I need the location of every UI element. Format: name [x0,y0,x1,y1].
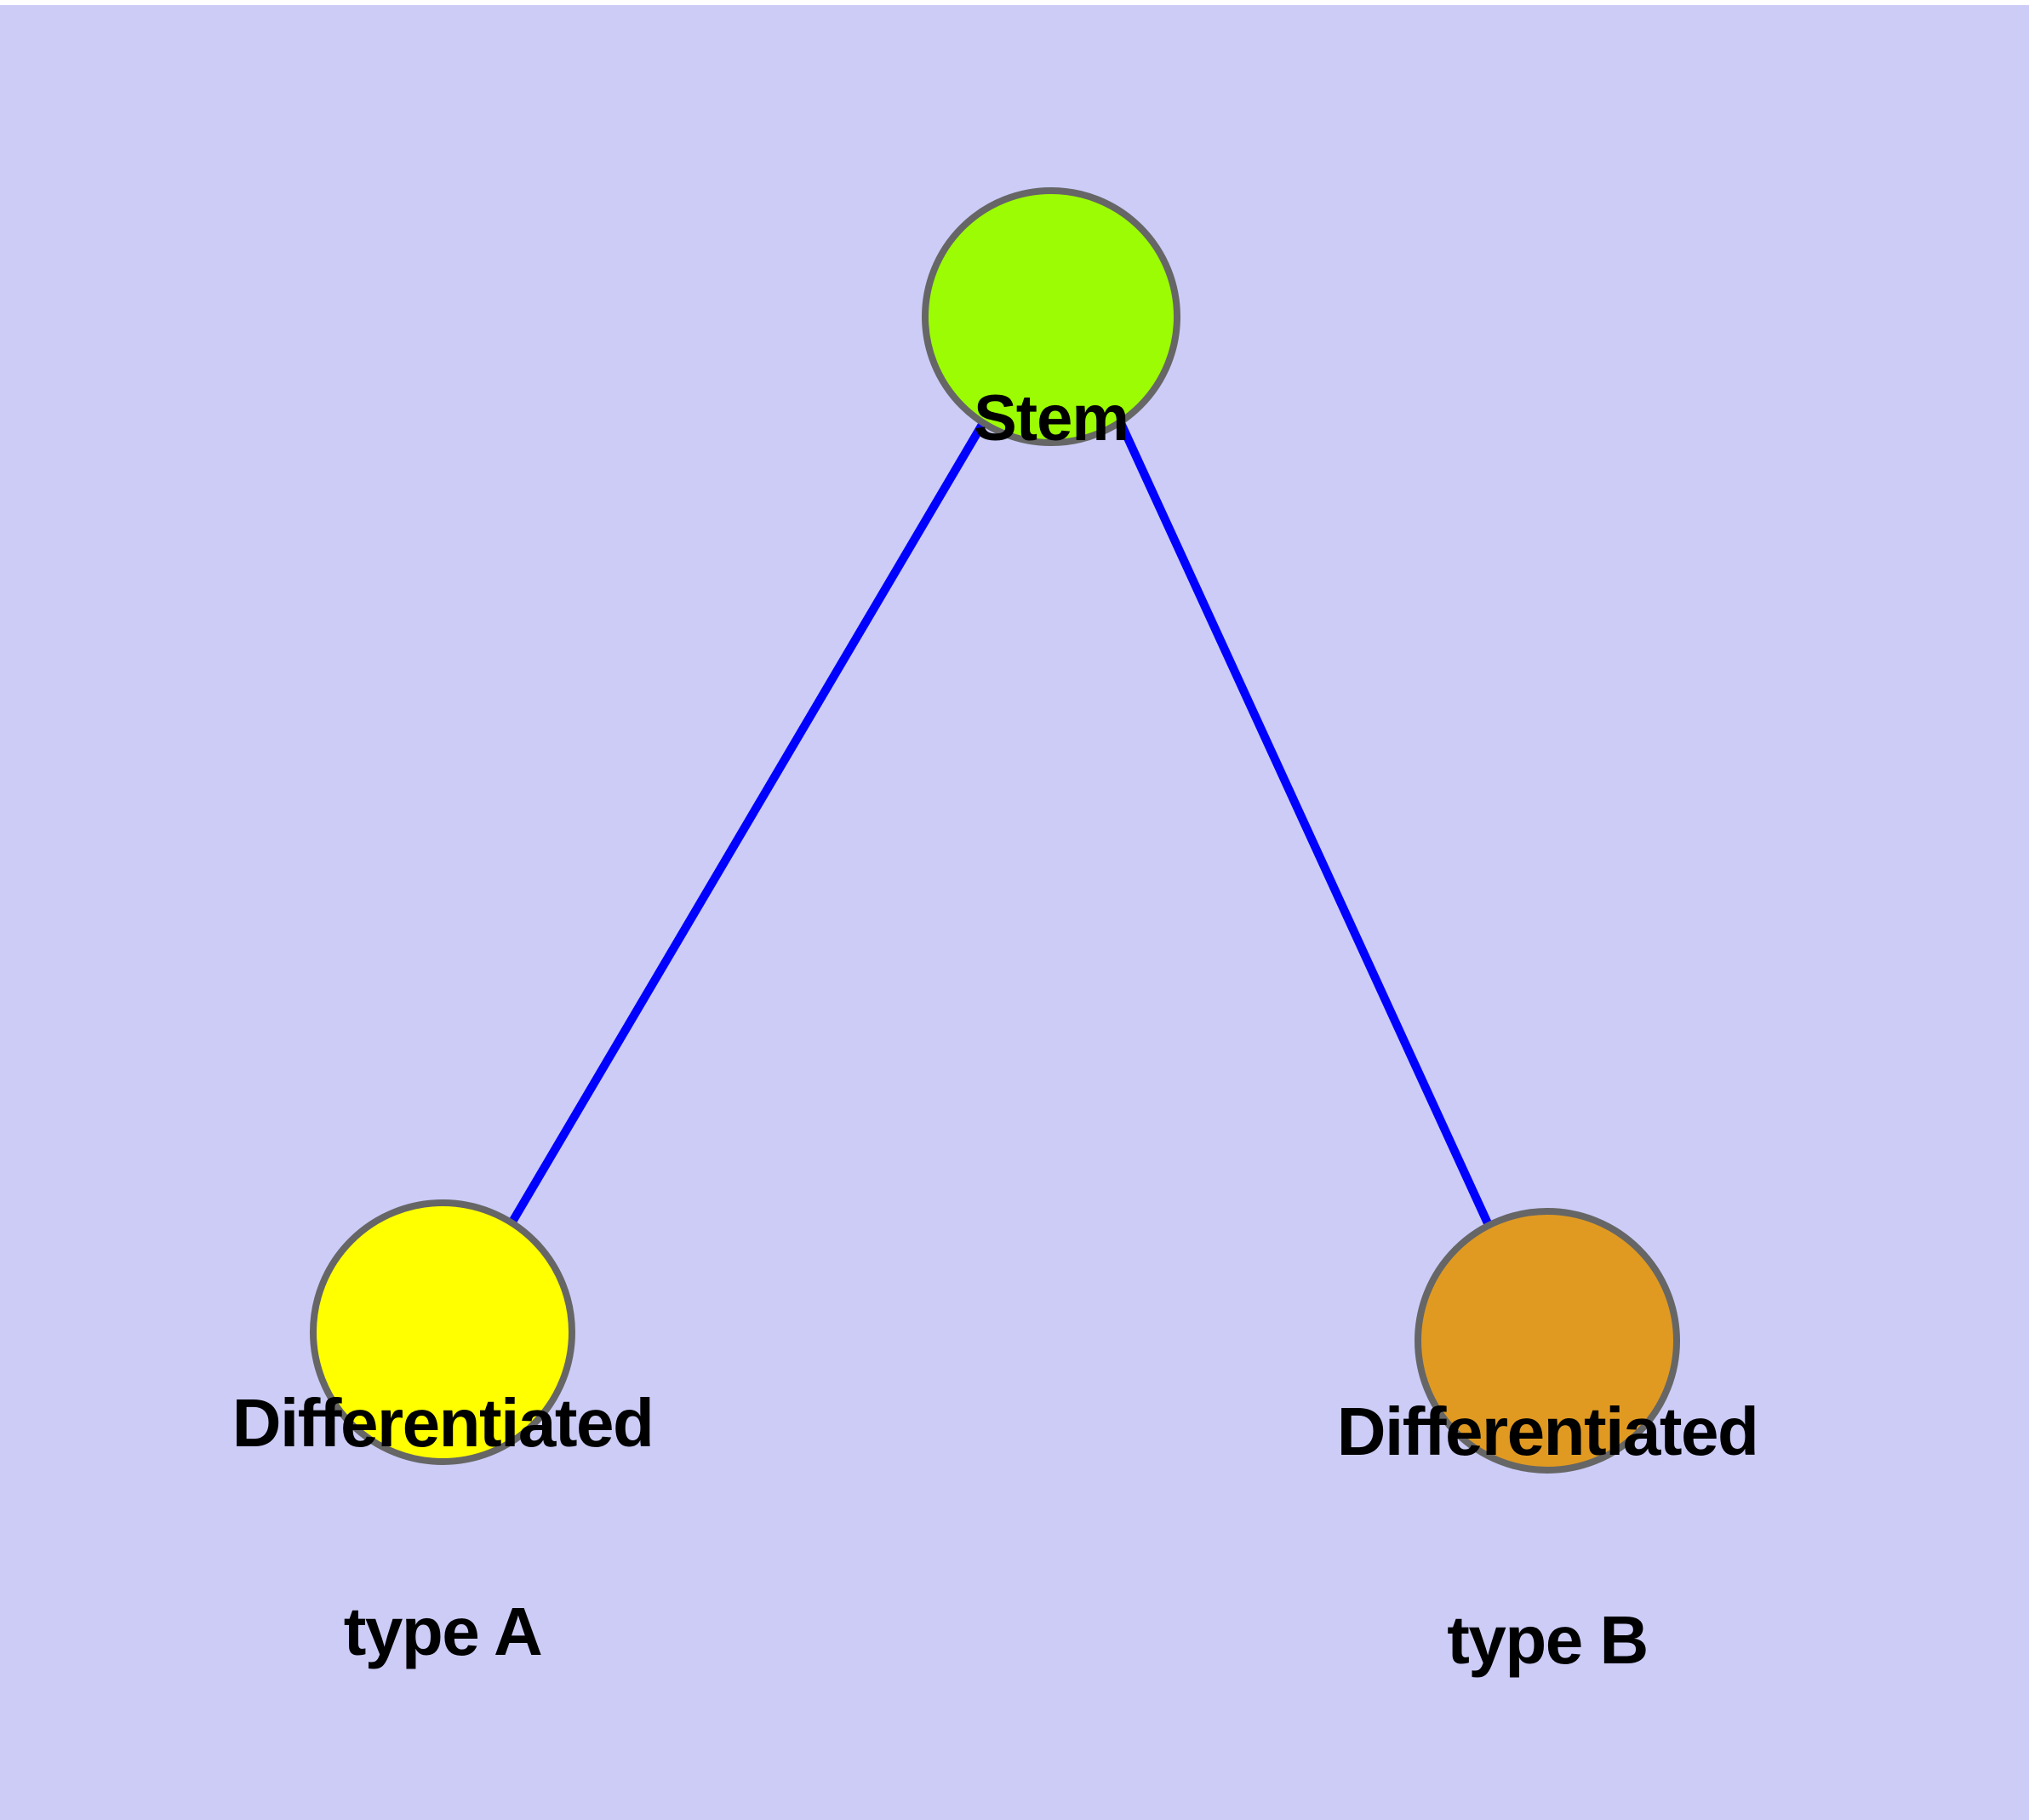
edge-layer [507,421,1492,1226]
node-stem[interactable] [922,187,1180,446]
edge-stem-to-differentiated-type-a[interactable] [507,421,987,1226]
node-differentiated-type-b[interactable] [1415,1208,1680,1474]
node-layer [310,187,1680,1474]
node-differentiated-type-a[interactable] [310,1199,575,1465]
edge-stem-to-differentiated-type-b[interactable] [1117,421,1492,1226]
